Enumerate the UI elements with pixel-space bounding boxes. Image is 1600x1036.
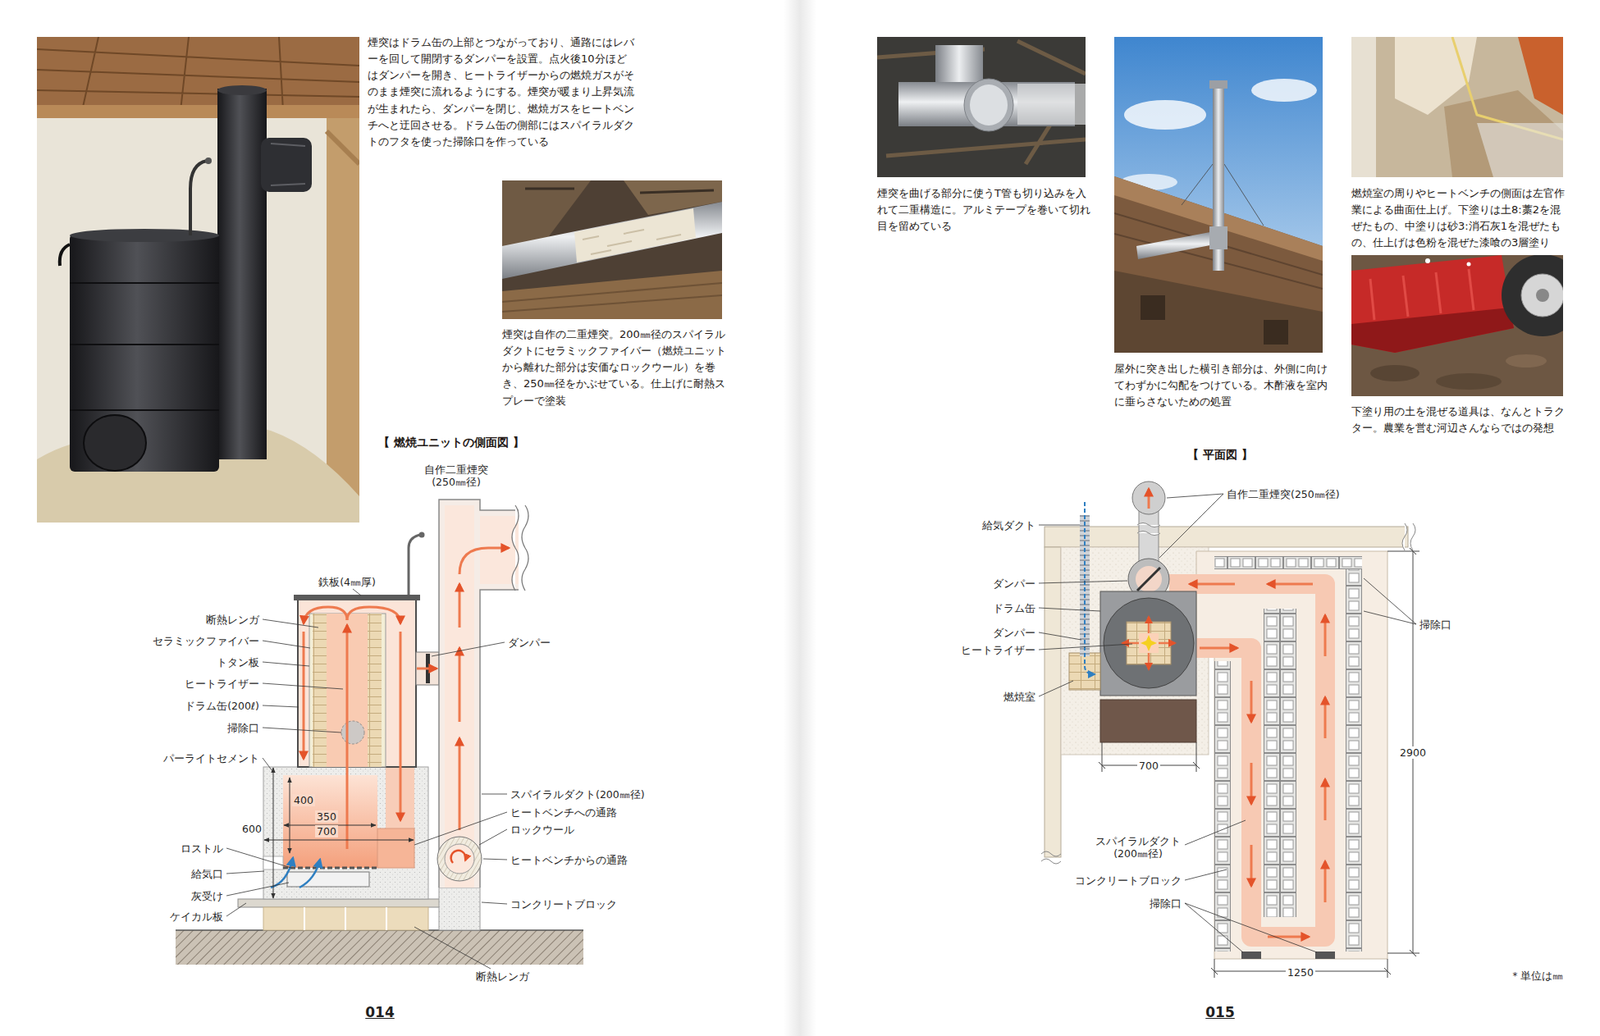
part-label: 自作二重煙突(250㎜径) xyxy=(1226,488,1340,501)
photo-outdoor-chimney xyxy=(1114,36,1323,353)
part-label: ダンパー xyxy=(507,636,551,650)
dimension: 600 xyxy=(242,822,262,836)
part-label: ヒートベンチへの通路 xyxy=(510,806,618,819)
photo-figure: 煙突を曲げる部分に使うT管も切り込みを入れて二重構造に。アルミテープを巻いて切れ… xyxy=(877,36,1086,178)
photo-plaster xyxy=(1351,36,1564,178)
caption-text: 煙突はドラム缶の上部とつながっており、通路にはレバーを回して開閉するダンパーを設… xyxy=(367,34,636,151)
part-label: パーライトセメント xyxy=(163,752,260,765)
part-label: スパイラルダクト(200㎜径) xyxy=(510,788,645,801)
caption-text: 下塗り用の土を混ぜる道具は、なんとトラクター。農業を営む河辺さんならではの発想 xyxy=(1351,403,1570,437)
dimension: 700 xyxy=(315,825,339,838)
photo-t-pipe xyxy=(877,36,1086,178)
page-number: 014 xyxy=(365,1004,395,1021)
part-label: 給気口 xyxy=(191,868,224,881)
caption-text: 煙突を曲げる部分に使うT管も切り込みを入れて二重構造に。アルミテープを巻いて切れ… xyxy=(877,185,1096,235)
part-label: 掃除口 xyxy=(1419,618,1452,631)
photo-drum-chimney xyxy=(36,36,360,523)
section-title-text: 【 燃焼ユニットの側面図 】 xyxy=(378,435,524,451)
part-label: 給気ダクト xyxy=(982,519,1036,532)
photo-figure: 煙突はドラム缶の上部とつながっており、通路にはレバーを回して開閉するダンパーを設… xyxy=(36,36,360,523)
page-number: 015 xyxy=(1205,1004,1235,1021)
part-label: ダンパー xyxy=(992,626,1036,640)
photo-figure: 燃焼室の周りやヒートベンチの側面は左官作業による曲面仕上げ。下塗りは土8:藁2を… xyxy=(1351,36,1564,178)
part-label: ロストル xyxy=(180,842,224,855)
caption-block: 屋外に突き出した横引き部分は、外側に向けてわずかに勾配をつけている。木酢液を室内… xyxy=(1114,361,1333,411)
part-label: ドラム缶 xyxy=(992,602,1036,615)
caption-text: 燃焼室の周りやヒートベンチの側面は左官作業による曲面仕上げ。下塗りは土8:藁2を… xyxy=(1351,185,1570,252)
part-label: ヒートベンチからの通路 xyxy=(510,854,628,867)
caption-block: 煙突は自作の二重煙突。200㎜径のスパイラルダクトにセラミックファイバー（燃焼ユ… xyxy=(502,326,729,410)
part-label: 鉄板(4㎜厚) xyxy=(318,576,376,589)
section-title-text: 【 平面図 】 xyxy=(1187,448,1253,463)
part-label: コンクリートブロック xyxy=(1074,874,1182,887)
part-label: ロックウール xyxy=(510,823,575,837)
dimension: 2900 xyxy=(1398,746,1428,759)
part-label: ヒートライザー xyxy=(184,677,260,691)
part-label: 掃除口 xyxy=(227,722,260,735)
photo-figure: 下塗り用の土を混ぜる道具は、なんとトラクター。農業を営む河辺さんならではの発想 xyxy=(1351,255,1564,397)
part-label: トタン板 xyxy=(216,656,260,669)
caption-text: 屋外に突き出した横引き部分は、外側に向けてわずかに勾配をつけている。木酢液を室内… xyxy=(1114,361,1333,411)
photo-figure: 屋外に突き出した横引き部分は、外側に向けてわずかに勾配をつけている。木酢液を室内… xyxy=(1114,36,1323,353)
page-gutter xyxy=(783,0,817,1036)
part-label: コンクリートブロック xyxy=(510,898,618,911)
caption-text: 煙突は自作の二重煙突。200㎜径のスパイラルダクトにセラミックファイバー（燃焼ユ… xyxy=(502,326,729,410)
dimension: 400 xyxy=(292,794,316,807)
part-label: ダンパー xyxy=(992,577,1036,590)
part-label: 断熱レンガ xyxy=(205,613,260,627)
section-title: 【 燃焼ユニットの側面図 】 xyxy=(378,435,524,451)
part-label: ドラム缶(200ℓ) xyxy=(184,699,260,713)
photo-tractor xyxy=(1351,255,1564,397)
dimension: 1250 xyxy=(1285,966,1316,979)
photo-figure: 煙突は自作の二重煙突。200㎜径のスパイラルダクトにセラミックファイバー（燃焼ユ… xyxy=(502,180,723,320)
caption-block: 煙突を曲げる部分に使うT管も切り込みを入れて二重構造に。アルミテープを巻いて切れ… xyxy=(877,185,1096,235)
photo-double-chimney xyxy=(502,180,723,320)
unit-note: ＊単位は㎜ xyxy=(1509,969,1564,983)
dimension: 350 xyxy=(315,810,339,823)
part-label: 断熱レンガ xyxy=(475,970,530,983)
part-label: 灰受け xyxy=(191,890,224,903)
part-label: ヒートライザー xyxy=(960,644,1036,657)
part-label: 燃焼室 xyxy=(1003,690,1036,704)
part-label: ケイカル板 xyxy=(169,910,224,924)
part-label: スパイラルダクト (200㎜径) xyxy=(1094,835,1182,860)
part-label: 掃除口 xyxy=(1149,897,1182,910)
section-title: 【 平面図 】 xyxy=(1187,448,1253,463)
caption-block: 燃焼室の周りやヒートベンチの側面は左官作業による曲面仕上げ。下塗りは土8:藁2を… xyxy=(1351,185,1570,252)
caption-block: 下塗り用の土を混ぜる道具は、なんとトラクター。農業を営む河辺さんならではの発想 xyxy=(1351,403,1570,437)
part-label: 自作二重煙突 (250㎜径) xyxy=(421,463,491,489)
caption-block: 煙突はドラム缶の上部とつながっており、通路にはレバーを回して開閉するダンパーを設… xyxy=(367,34,636,151)
dimension: 700 xyxy=(1137,759,1161,773)
part-label: セラミックファイバー xyxy=(152,635,260,648)
plan-drawing xyxy=(1038,481,1420,979)
